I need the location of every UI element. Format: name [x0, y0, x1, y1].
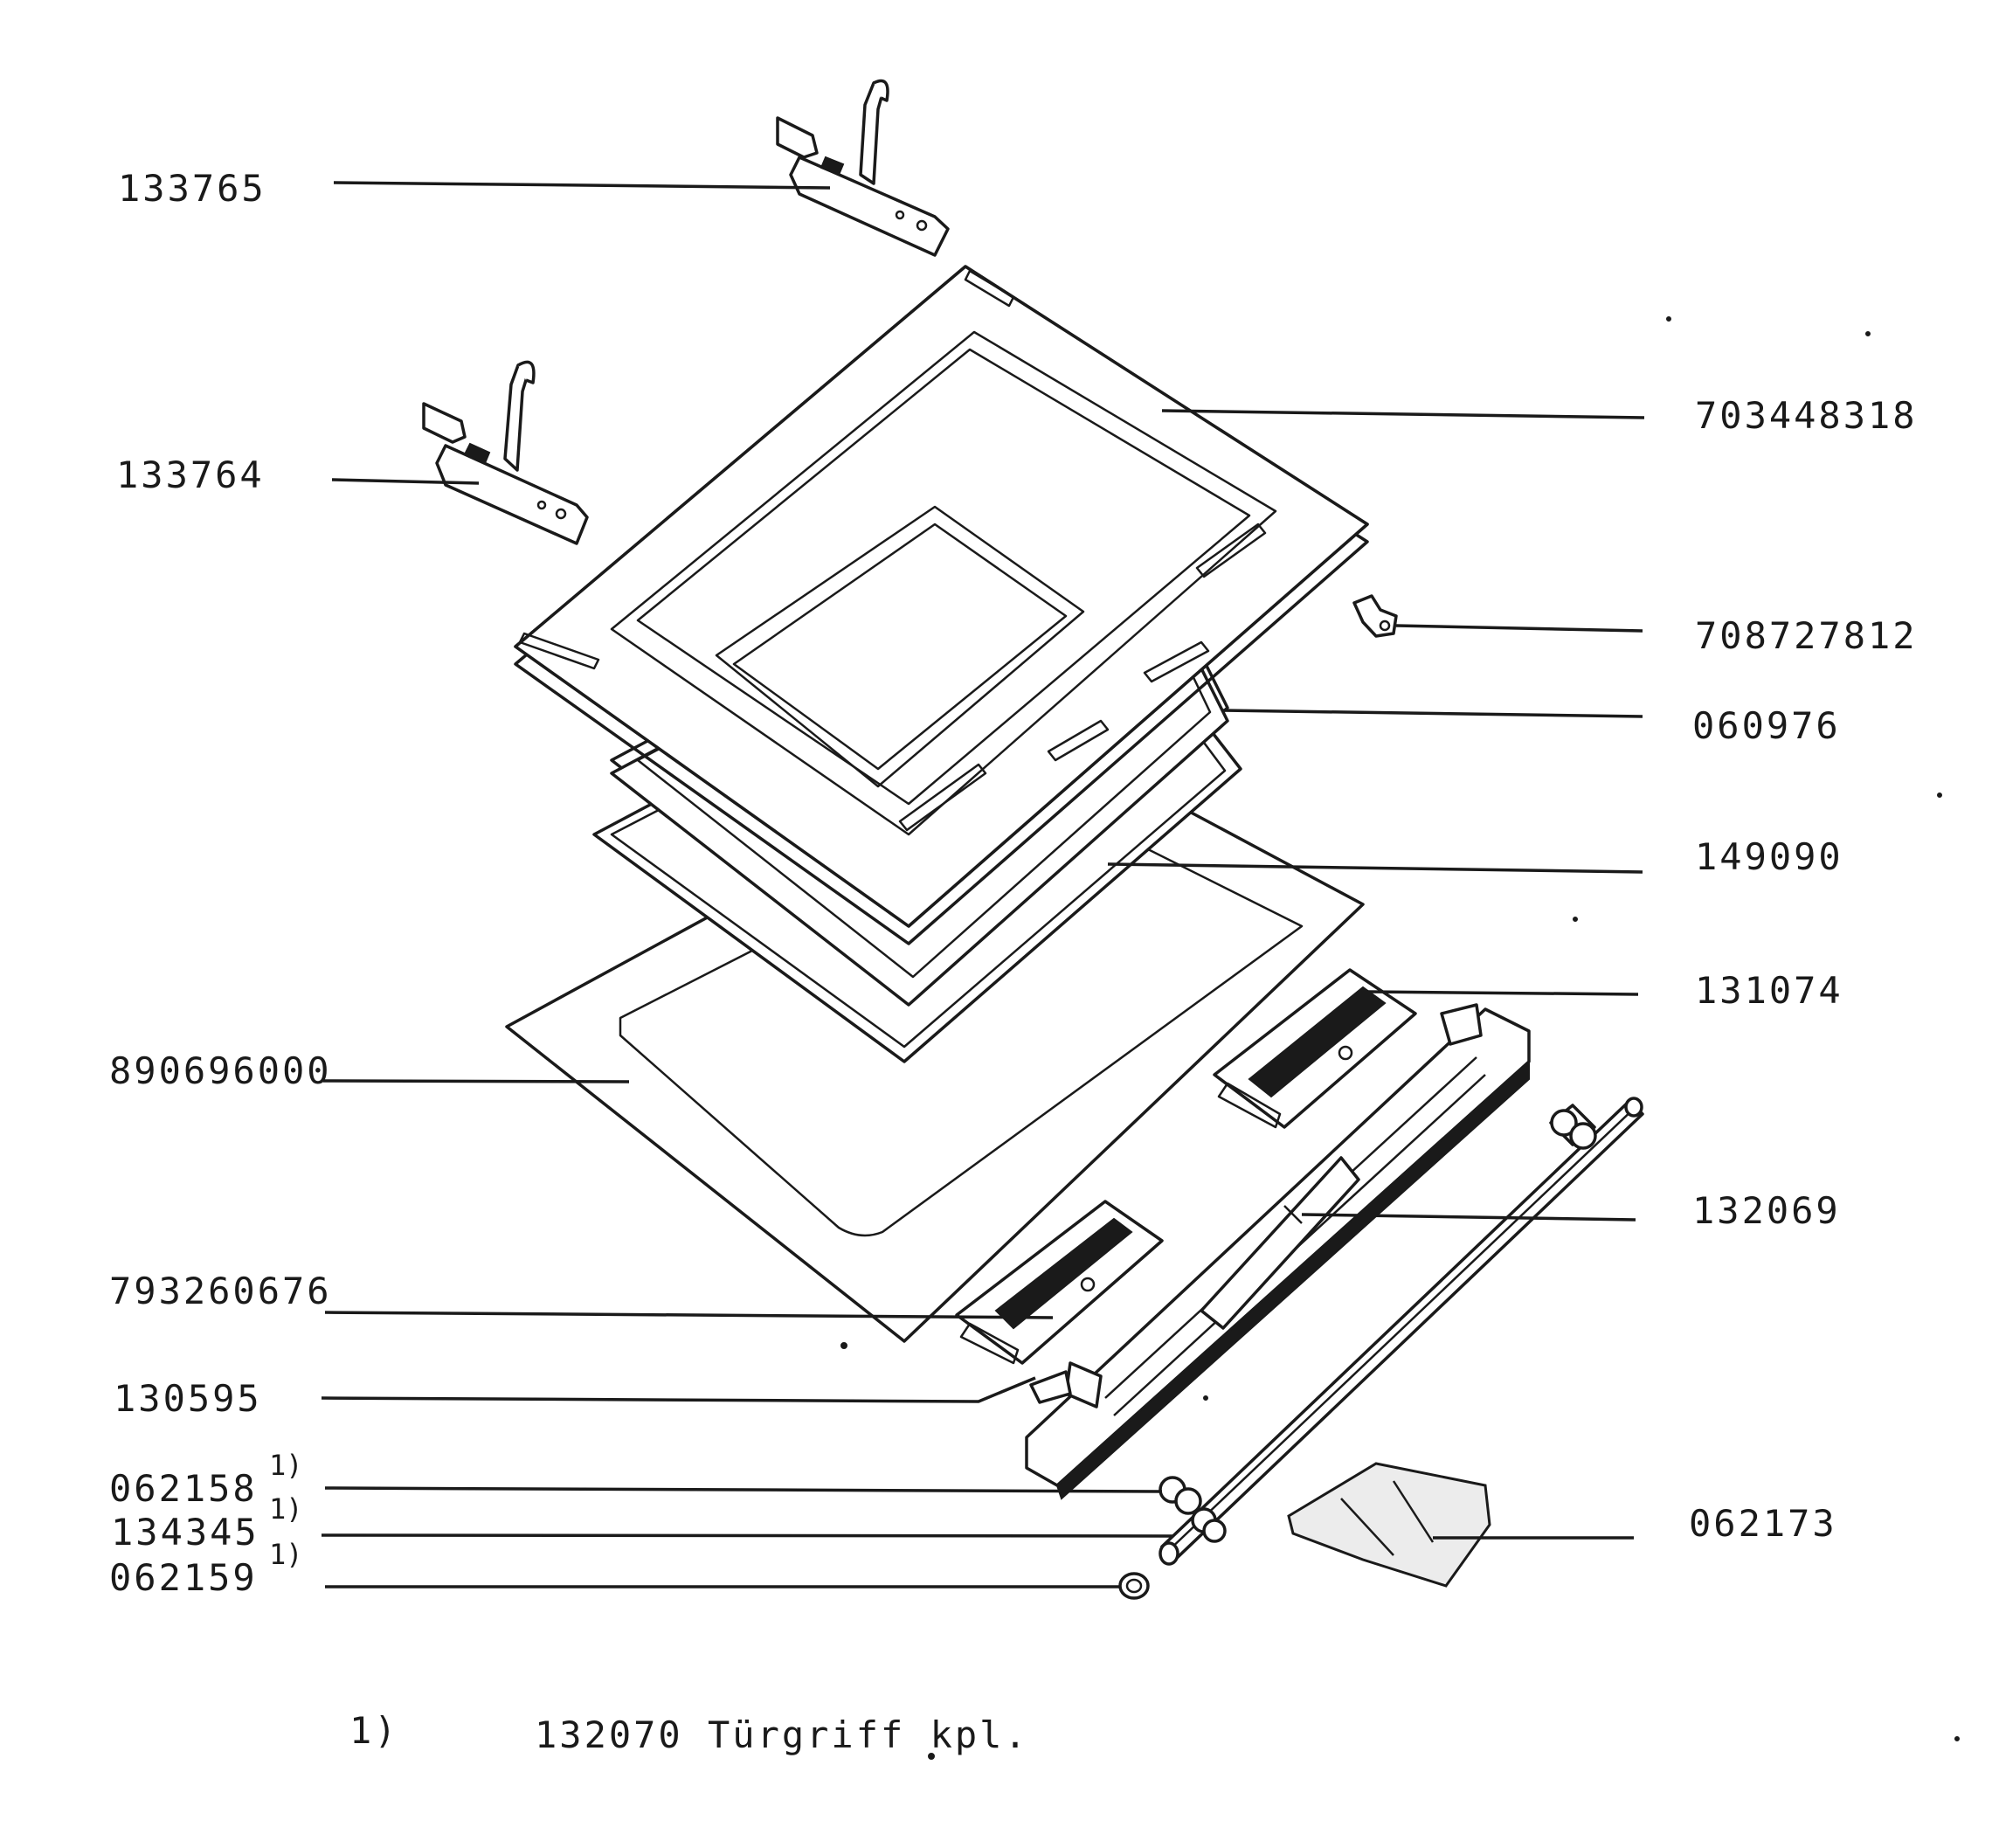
end-cap-top: [1549, 1104, 1597, 1150]
handle-rod: [1159, 1097, 1644, 1566]
bolt-part: [1029, 1370, 1072, 1404]
label-133765: 133765: [118, 167, 266, 210]
handle-body: [1025, 1003, 1531, 1500]
label-062173: 062173: [1689, 1502, 1837, 1545]
knob-part: [1118, 1572, 1150, 1600]
label-062158: 062158: [109, 1467, 258, 1510]
label-134345: 134345: [111, 1511, 259, 1554]
label-133764: 133764: [116, 453, 265, 496]
label-062159: 062159: [109, 1556, 258, 1599]
door-frame: [514, 265, 1369, 945]
label-890696000: 890696000: [109, 1049, 332, 1092]
footnote-text: 132070 Türgriff kpl.: [535, 1713, 1029, 1756]
label-703448318: 703448318: [1695, 394, 1918, 437]
label-793260676: 793260676: [109, 1270, 332, 1312]
superscript-062158: 1): [269, 1449, 303, 1482]
hinge-lower-part: [422, 360, 589, 545]
scan-specks: [840, 316, 1960, 1760]
footnote-marker: 1): [349, 1709, 399, 1752]
handle-carrier-lower: [955, 1200, 1164, 1365]
leader-lines: [321, 181, 1645, 1588]
label-132069: 132069: [1692, 1189, 1841, 1232]
handle-carrier-upper: [1213, 968, 1417, 1129]
label-708727812: 708727812: [1695, 614, 1918, 657]
end-cap-bottom: [1159, 1476, 1227, 1543]
cover-part: [1287, 1462, 1491, 1588]
hinge-upper-part: [776, 79, 950, 257]
label-130595: 130595: [114, 1377, 262, 1420]
clip-part: [1352, 594, 1398, 638]
label-131074: 131074: [1695, 969, 1843, 1012]
superscript-062159: 1): [269, 1538, 303, 1571]
superscript-134345: 1): [269, 1492, 303, 1526]
label-060976: 060976: [1692, 704, 1841, 747]
label-149090: 149090: [1695, 835, 1843, 878]
